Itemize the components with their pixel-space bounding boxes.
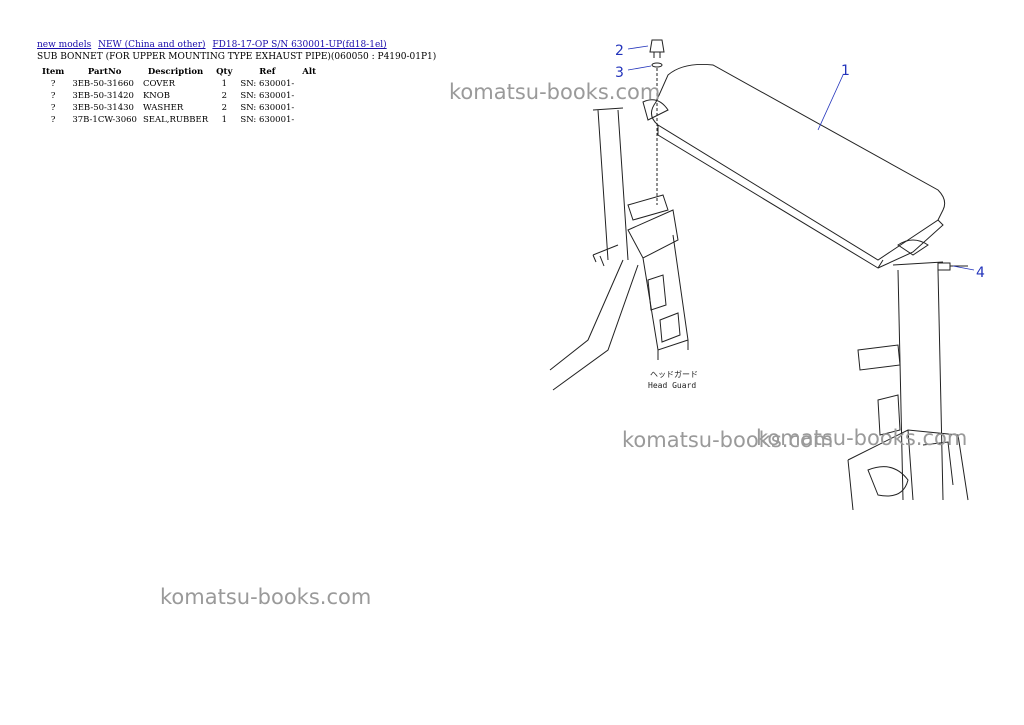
leader-4 bbox=[952, 265, 975, 271]
right-lower-detail bbox=[867, 441, 954, 497]
cell-partno: 3EB-50-31660 bbox=[72, 79, 134, 89]
cell-partno: 3EB-50-31420 bbox=[72, 91, 134, 101]
cell-qty: 2 bbox=[221, 103, 227, 113]
cover-edge bbox=[657, 125, 944, 269]
parts-diagram: 1 2 3 4 ヘッドガード Head Guard bbox=[549, 39, 985, 511]
cell-item: ? bbox=[50, 79, 56, 89]
head-guard-caption: Head Guard bbox=[648, 381, 696, 390]
cell-ref: SN: 630001- bbox=[240, 91, 295, 101]
head-guard-caption-jp: ヘッドガード bbox=[650, 369, 698, 379]
table-row: ? 37B-1CW-3060 SEAL,RUBBER 1 SN: 630001- bbox=[37, 114, 321, 126]
cell-alt bbox=[297, 90, 321, 102]
cell-ref: SN: 630001- bbox=[240, 103, 295, 113]
cell-qty: 1 bbox=[221, 79, 227, 89]
breadcrumb: new models NEW (China and other) FD18-17… bbox=[37, 40, 391, 50]
cell-qty: 1 bbox=[221, 115, 227, 125]
page-title: SUB BONNET (FOR UPPER MOUNTING TYPE EXHA… bbox=[37, 52, 437, 62]
cell-item: ? bbox=[50, 91, 56, 101]
cell-partno: 37B-1CW-3060 bbox=[72, 115, 137, 125]
breadcrumb-link-model[interactable]: FD18-17-OP S/N 630001-UP(fd18-1el) bbox=[212, 40, 387, 50]
callout-1: 1 bbox=[841, 63, 850, 79]
column-header-partno: PartNo bbox=[87, 67, 122, 77]
callout-4: 4 bbox=[976, 265, 985, 281]
left-bracket-detail bbox=[592, 244, 681, 343]
breadcrumb-link-new-models[interactable]: new models bbox=[37, 40, 92, 50]
cell-ref: SN: 630001- bbox=[240, 79, 295, 89]
cell-alt bbox=[297, 102, 321, 114]
watermark-text: komatsu-books.com bbox=[160, 585, 372, 609]
left-guard-post bbox=[592, 107, 629, 261]
seal-part bbox=[937, 262, 968, 271]
cover-recess bbox=[642, 99, 929, 256]
leader-3 bbox=[627, 65, 652, 71]
column-header-qty: Qty bbox=[216, 67, 233, 77]
column-header-description: Description bbox=[147, 67, 204, 77]
column-header-ref: Ref bbox=[259, 67, 276, 77]
table-header-row: Item PartNo Description Qty Ref Alt bbox=[37, 66, 321, 78]
cell-partno: 3EB-50-31430 bbox=[72, 103, 134, 113]
watermark-text: komatsu-books.com bbox=[756, 426, 968, 450]
leader-2 bbox=[627, 45, 649, 50]
callout-2: 2 bbox=[615, 43, 624, 59]
column-header-item: Item bbox=[42, 67, 65, 77]
table-row: ? 3EB-50-31420 KNOB 2 SN: 630001- bbox=[37, 90, 321, 102]
breadcrumb-link-region[interactable]: NEW (China and other) bbox=[98, 40, 206, 50]
table-row: ? 3EB-50-31660 COVER 1 SN: 630001- bbox=[37, 78, 321, 90]
right-bracket bbox=[847, 344, 969, 511]
table-row: ? 3EB-50-31430 WASHER 2 SN: 630001- bbox=[37, 102, 321, 114]
callout-3: 3 bbox=[615, 65, 624, 81]
watermark-text: komatsu-books.com bbox=[622, 428, 834, 452]
column-header-alt: Alt bbox=[302, 67, 317, 77]
cell-item: ? bbox=[50, 115, 56, 125]
cell-alt bbox=[297, 78, 321, 90]
cell-description: WASHER bbox=[142, 103, 184, 113]
cell-description: COVER bbox=[142, 79, 176, 89]
left-bracket bbox=[549, 209, 689, 391]
cell-description: KNOB bbox=[142, 91, 170, 101]
parts-table: Item PartNo Description Qty Ref Alt ? 3E… bbox=[37, 66, 321, 126]
right-guard-post bbox=[892, 261, 944, 501]
cell-item: ? bbox=[50, 103, 56, 113]
cell-ref: SN: 630001- bbox=[240, 115, 295, 125]
watermark-text: komatsu-books.com bbox=[449, 80, 661, 104]
knob-part bbox=[649, 39, 665, 58]
cell-alt bbox=[297, 114, 321, 126]
cover-part bbox=[651, 64, 946, 261]
washer-part bbox=[651, 62, 663, 68]
cell-description: SEAL,RUBBER bbox=[142, 115, 209, 125]
leader-1 bbox=[817, 74, 844, 131]
left-bracket-top bbox=[627, 194, 669, 221]
cell-qty: 2 bbox=[221, 91, 227, 101]
